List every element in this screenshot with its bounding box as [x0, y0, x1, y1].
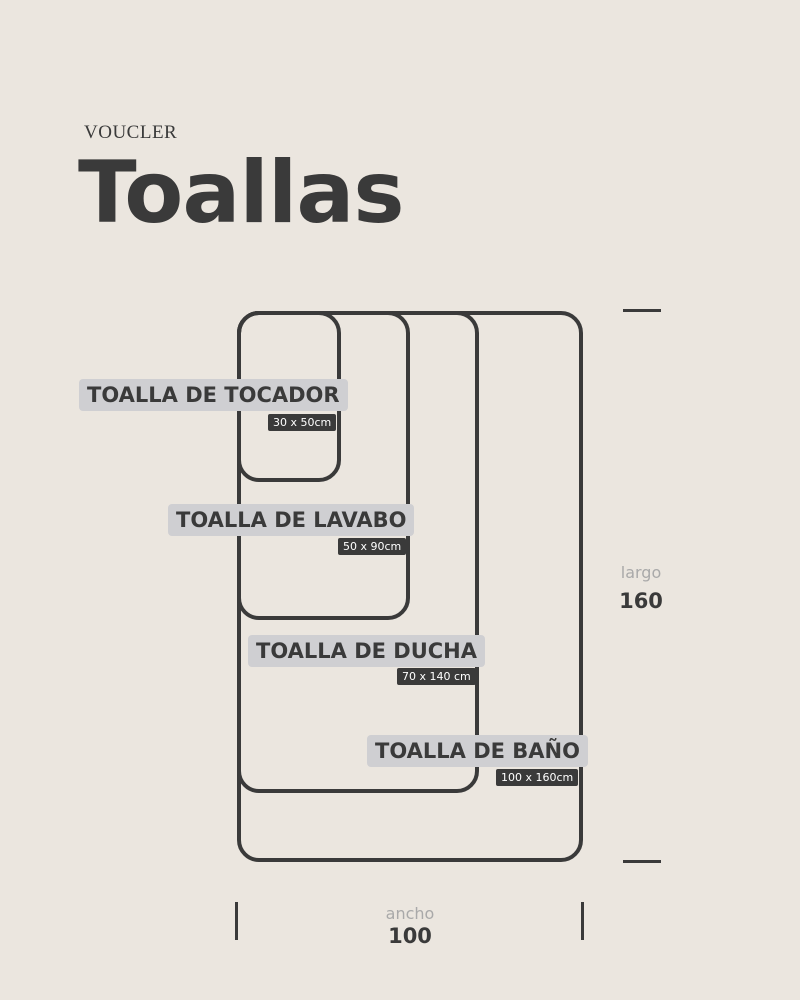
height-top-tick	[623, 309, 661, 312]
towel-size-tocador: 30 x 50cm	[268, 414, 337, 431]
towel-label-ducha: TOALLA DE DUCHA	[248, 635, 486, 667]
brand-logo: VOUCLER	[84, 122, 178, 143]
height-axis-word: largo	[620, 563, 662, 582]
height-axis-value: 160	[619, 589, 663, 613]
width-right-tick	[581, 902, 584, 940]
towel-size-bano: 100 x 160cm	[496, 769, 579, 786]
towel-size-lavabo: 50 x 90cm	[338, 538, 407, 555]
page-title: Toallas	[78, 143, 405, 243]
towel-label-lavabo: TOALLA DE LAVABO	[168, 504, 415, 536]
width-axis-word: ancho	[385, 904, 435, 923]
width-left-tick	[235, 902, 238, 940]
height-bottom-tick	[623, 860, 661, 863]
towel-size-ducha: 70 x 140 cm	[397, 668, 476, 685]
towel-label-tocador: TOALLA DE TOCADOR	[79, 379, 348, 411]
towel-label-bano: TOALLA DE BAÑO	[367, 735, 588, 767]
width-axis-value: 100	[388, 924, 432, 948]
